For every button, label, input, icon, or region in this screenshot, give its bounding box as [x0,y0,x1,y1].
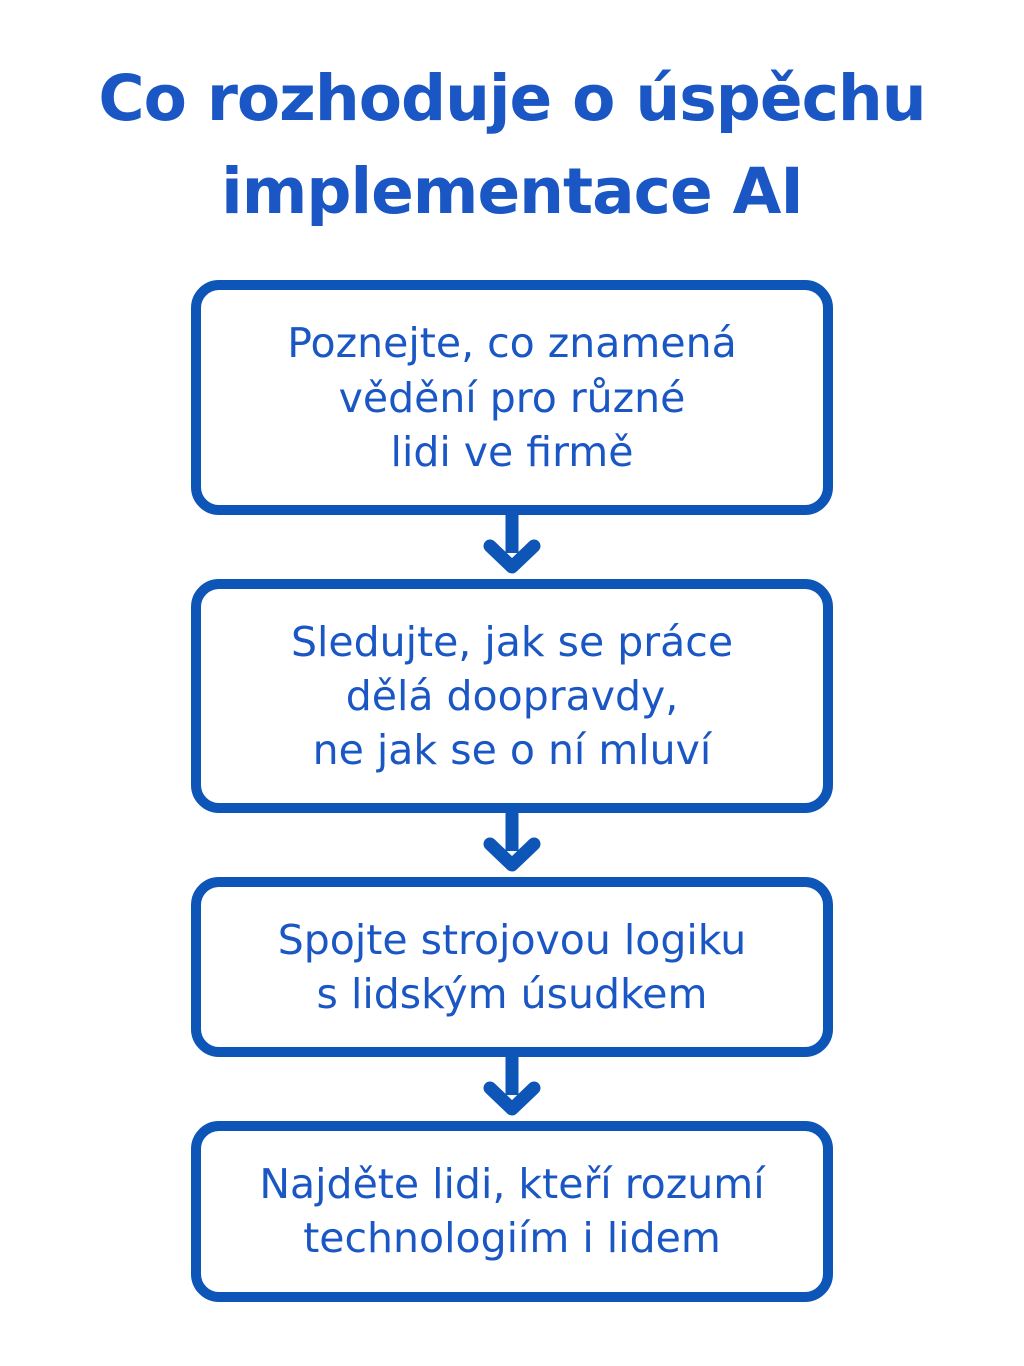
step-text-line: Najděte lidi, kteří rozumí [259,1160,765,1209]
flowchart: Poznejte, co znamená vědění pro různé li… [191,280,833,1302]
step-box-4: Najděte lidi, kteří rozumí technologiím … [191,1121,833,1302]
arrow-down-icon [483,514,541,574]
step-text-line: Poznejte, co znamená [287,319,737,368]
page-title: Co rozhoduje o úspěchu implementace AI [32,52,992,238]
step-box-1: Poznejte, co znamená vědění pro různé li… [191,280,833,515]
step-text-line: ne jak se o ní mluví [312,726,712,775]
step-text-line: s lidským úsudkem [316,970,708,1019]
page-title-line-2: implementace AI [221,155,804,229]
step-text-line: technologiím i lidem [303,1214,721,1263]
step-text-line: lidi ve firmě [390,427,634,476]
step-box-2: Sledujte, jak se práce dělá doopravdy, n… [191,578,833,814]
step-text-line: vědění pro různé [338,373,686,422]
step-text-line: Spojte strojovou logiku [277,916,747,965]
step-box-3: Spojte strojovou logiku s lidským úsudke… [191,877,833,1058]
step-text-line: Sledujte, jak se práce [290,617,734,666]
arrow-down-icon [483,813,541,872]
arrow-down-icon [483,1057,541,1116]
page-title-line-1: Co rozhoduje o úspěchu [98,62,926,135]
step-text-line: dělá doopravdy, [345,671,679,720]
